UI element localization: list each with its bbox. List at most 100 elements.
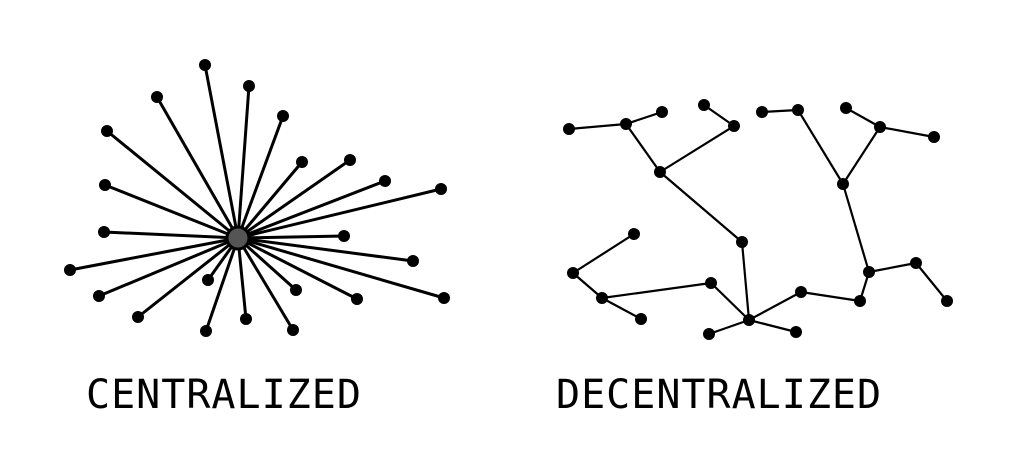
- network-node: [654, 166, 666, 178]
- peripheral-node: [296, 156, 308, 168]
- peripheral-node: [99, 179, 111, 191]
- link-edge: [747, 290, 803, 322]
- network-node: [743, 314, 755, 326]
- link-edge: [867, 261, 918, 274]
- network-node: [628, 228, 640, 240]
- peripheral-node: [101, 125, 113, 137]
- link-edge: [844, 106, 882, 129]
- link-edge: [841, 125, 882, 186]
- peripheral-node: [379, 175, 391, 187]
- peripheral-node: [438, 292, 450, 304]
- spoke-edge: [105, 129, 240, 240]
- spoke-edge: [102, 230, 240, 240]
- spoke-edge: [236, 236, 295, 332]
- central-hub-node: [225, 225, 251, 251]
- spoke-edge: [68, 236, 240, 272]
- link-edge: [658, 124, 736, 174]
- spoke-edge: [236, 179, 387, 240]
- spoke-edge: [236, 236, 446, 300]
- peripheral-node: [98, 226, 110, 238]
- peripheral-node: [344, 154, 356, 166]
- spoke-edge: [236, 236, 415, 263]
- link-edge: [567, 122, 628, 131]
- peripheral-node: [202, 274, 214, 286]
- link-edge: [658, 170, 744, 244]
- link-edge: [600, 296, 643, 321]
- network-node: [656, 106, 668, 118]
- link-edge: [624, 110, 664, 126]
- network-node: [563, 123, 575, 135]
- network-node: [792, 104, 804, 116]
- network-node: [790, 326, 802, 338]
- spoke-edge: [236, 236, 248, 321]
- network-node: [567, 267, 579, 279]
- peripheral-node: [407, 255, 419, 267]
- network-node: [874, 121, 886, 133]
- peripheral-node: [93, 290, 105, 302]
- peripheral-node: [338, 230, 350, 242]
- network-node: [756, 106, 768, 118]
- peripheral-node: [435, 183, 447, 195]
- network-node: [736, 236, 748, 248]
- peripheral-node: [290, 284, 302, 296]
- link-edge: [799, 290, 862, 303]
- spoke-edge: [236, 234, 346, 240]
- network-node: [854, 295, 866, 307]
- spoke-edge: [204, 236, 240, 333]
- peripheral-node: [151, 91, 163, 103]
- link-edge: [796, 108, 845, 186]
- network-node: [635, 313, 647, 325]
- peripheral-node: [64, 264, 76, 276]
- centralized-label: CENTRALIZED: [86, 372, 362, 418]
- spoke-edge: [155, 95, 240, 240]
- network-node: [728, 120, 740, 132]
- link-edge: [740, 240, 751, 322]
- network-node: [941, 295, 953, 307]
- peripheral-node: [287, 324, 299, 336]
- peripheral-node: [200, 325, 212, 337]
- network-node: [705, 277, 717, 289]
- decentralized-label: DECENTRALIZED: [556, 372, 883, 418]
- link-edge: [571, 271, 604, 300]
- network-node: [620, 118, 632, 130]
- network-node: [840, 102, 852, 114]
- spoke-edge: [236, 187, 443, 240]
- centralized-network: [64, 59, 450, 337]
- network-node: [596, 292, 608, 304]
- spoke-edge: [236, 114, 285, 240]
- network-node: [703, 328, 715, 340]
- peripheral-node: [199, 59, 211, 71]
- network-node: [795, 286, 807, 298]
- peripheral-node: [132, 311, 144, 323]
- link-edge: [841, 182, 871, 274]
- network-node: [698, 99, 710, 111]
- decentralized-network: [563, 99, 953, 340]
- peripheral-node: [277, 110, 289, 122]
- spoke-edge: [97, 236, 240, 298]
- spoke-edge: [236, 160, 304, 240]
- link-edge: [747, 318, 798, 334]
- network-node: [910, 257, 922, 269]
- link-edge: [709, 281, 751, 322]
- network-node: [837, 178, 849, 190]
- spoke-edge: [103, 183, 240, 240]
- peripheral-node: [240, 313, 252, 325]
- link-edge: [760, 108, 800, 114]
- spoke-edge: [236, 84, 251, 240]
- spoke-edge: [136, 236, 240, 319]
- spoke-edge: [236, 158, 352, 240]
- link-edge: [707, 318, 751, 336]
- peripheral-node: [351, 293, 363, 305]
- link-edge: [571, 232, 636, 275]
- peripheral-node: [243, 80, 255, 92]
- spoke-edge: [203, 63, 240, 240]
- network-node: [928, 131, 940, 143]
- link-edge: [624, 122, 662, 174]
- link-edge: [878, 125, 936, 139]
- spoke-edge: [236, 236, 359, 301]
- link-edge: [702, 103, 736, 128]
- spoke-edge: [236, 236, 298, 292]
- link-edge: [600, 281, 713, 300]
- network-node: [863, 266, 875, 278]
